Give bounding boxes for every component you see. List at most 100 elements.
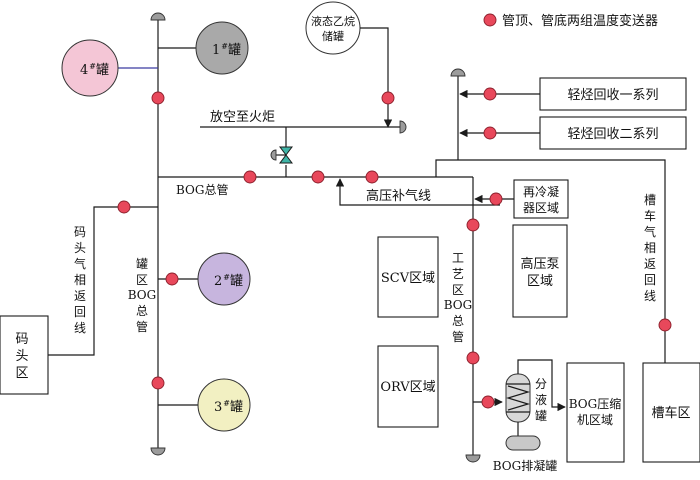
transmitter-dot (483, 87, 497, 101)
svg-text:头: 头 (74, 241, 86, 255)
light-hc-series2-area (539, 116, 687, 150)
transmitter-dot (151, 376, 165, 390)
transmitter-dot (151, 91, 165, 105)
orv-area-label: ORV区域 (380, 380, 435, 395)
transmitter-dot (365, 170, 379, 184)
svg-text:管: 管 (136, 319, 148, 334)
svg-text:总: 总 (136, 304, 148, 318)
process-bog-header-label: 工 艺 区 BOG 总 管 (444, 251, 472, 344)
truck-area (642, 362, 700, 463)
transmitter-dot (117, 200, 131, 214)
scv-area-label: SCV区域 (381, 271, 435, 286)
dock-return-label: 码 头 气 相 返 回 线 (74, 225, 86, 335)
hp-pump-line1: 高压泵 (520, 256, 559, 272)
svg-text:槽: 槽 (644, 193, 656, 207)
transmitter-dot (481, 395, 495, 409)
separator-internal-mesh (505, 385, 531, 411)
tank-2 (197, 252, 251, 306)
svg-text:头: 头 (15, 349, 28, 364)
transmitter-dot (483, 126, 497, 140)
svg-text:返: 返 (644, 257, 656, 271)
light-hc-series1-label: 轻烃回收一系列 (567, 88, 658, 103)
hp-pump-line2: 区域 (527, 274, 553, 289)
transmitter-dot (243, 170, 257, 184)
tank-bog-header-label: 罐 区 BOG 总 管 (128, 257, 156, 334)
tank-4-label: 4#罐 (80, 62, 109, 78)
svg-text:艺: 艺 (452, 267, 464, 281)
svg-text:管: 管 (452, 329, 464, 344)
svg-text:罐: 罐 (136, 257, 148, 271)
bog-drain-label: BOG排凝罐 (493, 458, 557, 473)
bog-compressor-line2: 机区域 (577, 413, 613, 427)
truck-area-label: 槽车区 (651, 405, 690, 421)
svg-text:线: 线 (644, 289, 656, 303)
svg-text:总: 总 (452, 314, 464, 328)
light-hc-vent-cap (450, 68, 466, 77)
svg-text:BOG: BOG (128, 288, 156, 302)
flare-valve-actuator (270, 149, 277, 161)
svg-text:相: 相 (644, 241, 656, 255)
liquid-ethane-tank-line1: 液态乙烷 (311, 14, 355, 28)
svg-text:区: 区 (15, 366, 28, 381)
legend-label: 管顶、管底两组温度变送器 (502, 13, 658, 29)
separator-label: 分 液 罐 (535, 377, 547, 423)
svg-text:液: 液 (535, 392, 547, 407)
transmitter-dot (658, 318, 672, 332)
hp-makeup-label: 高压补气线 (366, 188, 431, 204)
bog-header-label: BOG总管 (176, 182, 228, 197)
bog-drain-drum (505, 435, 541, 451)
svg-text:回: 回 (74, 305, 86, 319)
svg-text:线: 线 (74, 321, 86, 335)
svg-text:车: 车 (644, 208, 656, 223)
bog-compressor-area (566, 362, 625, 463)
svg-text:回: 回 (644, 273, 656, 287)
process-bottom-cap (465, 454, 481, 463)
tank-3 (197, 378, 251, 432)
bog-compressor-line1: BOG压缩 (569, 396, 621, 411)
liquid-ethane-tank (305, 1, 361, 55)
dock-area-label: 码 头 区 (15, 332, 28, 381)
transmitter-dot (466, 351, 480, 365)
top-vent-cap (150, 12, 166, 21)
tank-1-label: 1#罐 (212, 42, 241, 58)
dock-area (0, 315, 49, 395)
recondenser-line2: 器区域 (523, 201, 559, 215)
recondenser-area (513, 179, 569, 219)
transmitter-dot (489, 192, 503, 206)
hp-makeup-line (335, 178, 500, 206)
temperature-transmitters (117, 87, 672, 409)
svg-text:气: 气 (644, 224, 656, 239)
liquid-ethane-tank-line2: 储罐 (322, 29, 344, 43)
transmitter-dot (165, 272, 179, 286)
tank-1 (195, 21, 249, 75)
svg-text:区: 区 (136, 273, 148, 287)
svg-text:码: 码 (74, 225, 86, 239)
svg-text:码: 码 (15, 332, 28, 347)
process-upper-line (435, 159, 666, 363)
svg-text:工: 工 (452, 251, 464, 265)
transmitter-dot (466, 218, 480, 232)
flare-label: 放空至火炬 (210, 110, 275, 125)
transmitter-dot (381, 91, 395, 105)
separator-outlet-line (517, 359, 566, 412)
svg-text:区: 区 (452, 283, 464, 297)
svg-text:相: 相 (74, 273, 86, 287)
scv-area (377, 236, 439, 318)
svg-text:气: 气 (74, 256, 86, 271)
light-hc-series2-label: 轻烃回收二系列 (567, 127, 658, 142)
svg-text:返: 返 (74, 289, 86, 303)
legend: 管顶、管底两组温度变送器 (483, 13, 658, 29)
truck-return-label: 槽 车 气 相 返 回 线 (644, 193, 656, 303)
bottom-vent-cap (150, 447, 166, 456)
flare-end-cap (399, 120, 407, 134)
svg-text:罐: 罐 (535, 409, 547, 423)
light-hc-series1-area (539, 77, 687, 111)
recondenser-line1: 再冷凝 (523, 184, 559, 199)
tank-2-label: 2#罐 (214, 273, 243, 289)
ethane-tank-line (360, 27, 393, 128)
orv-area (377, 345, 439, 428)
legend-dot (483, 13, 497, 27)
svg-text:分: 分 (535, 377, 547, 391)
tank-4 (61, 39, 119, 97)
